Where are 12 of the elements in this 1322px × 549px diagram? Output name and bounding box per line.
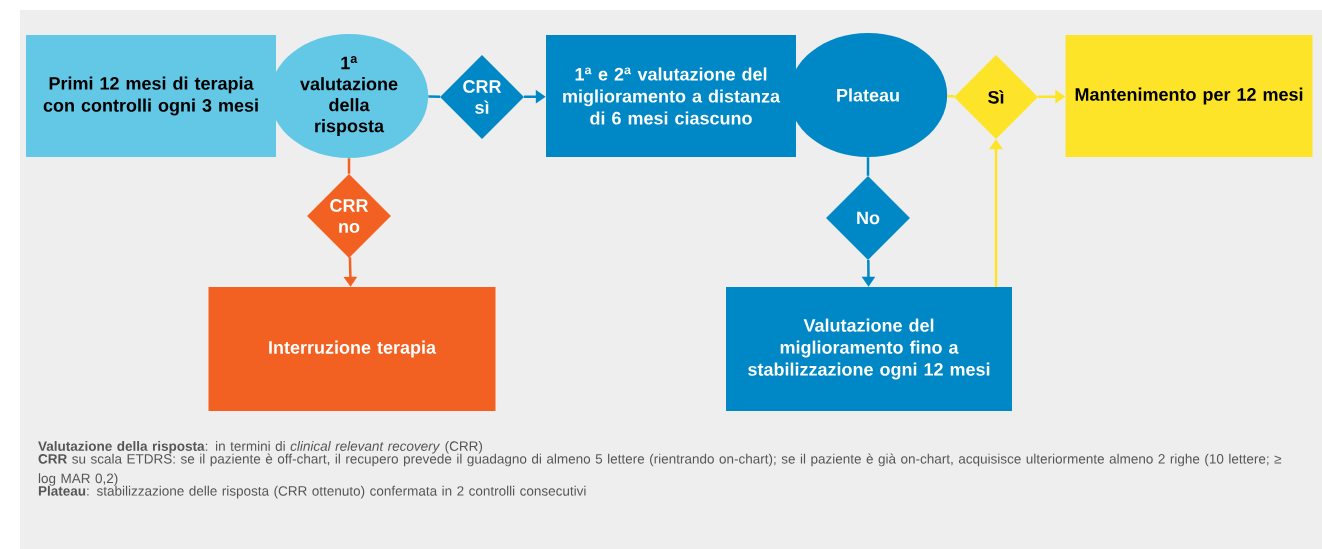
note-text: Valutazione della risposta: in termini di clinical relevant recovery (CRR) — [38, 441, 483, 454]
connector-line — [347, 158, 351, 174]
process-box: Primi 12 mesi di terapia con controlli ogni 3 mesi — [26, 35, 276, 157]
process-box: Valutazione del miglioramento fino a stabilizzazione ogni 12 mesi — [726, 287, 1012, 411]
note-text: Plateau: stabilizzazione delle risposta (CRR ottenuto) confermata in 2 controlli consecutivi — [38, 485, 586, 499]
process-box: Mantenimento per 12 mesi — [1065, 35, 1313, 157]
connector-line — [428, 95, 441, 98]
process-box: Interruzione terapia — [208, 287, 496, 411]
connector-line — [866, 157, 870, 176]
connector-line — [947, 95, 955, 98]
process-box: 1$^{a}$ e 2$^{a}$ valutazione del miglioramento a distanza di 6 mesi ciascuno — [546, 35, 796, 157]
note-text: CRR su scala ETDRS: se il paziente è off-chart, il recupero prevede il guadagno di almeno 5 lettere (rientrando on-chart); se il paziente è già on-chart, acquisisce ulteriormente almeno 2 righe (10 lettere; ≥ log MAR 0,2) — [38, 453, 1282, 486]
